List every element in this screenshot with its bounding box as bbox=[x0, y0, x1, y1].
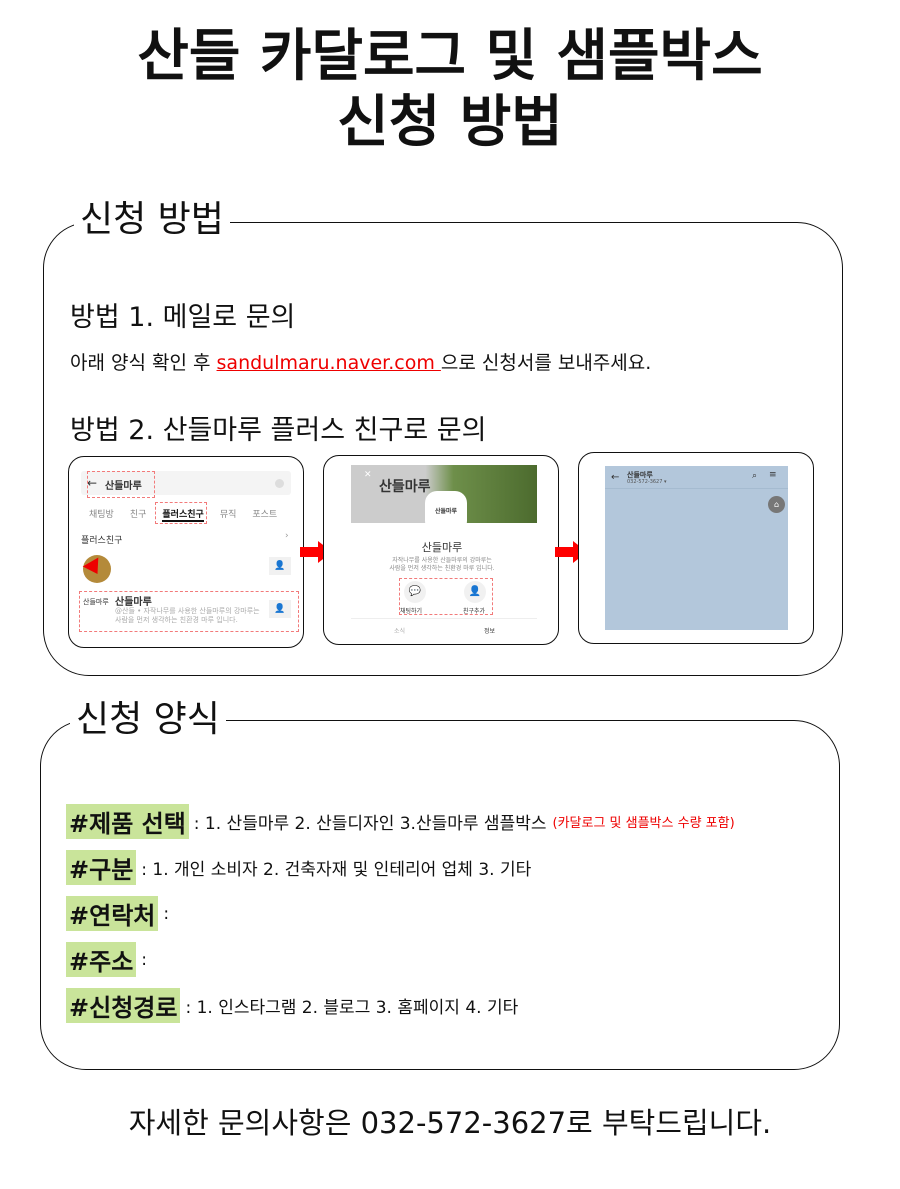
form-label: #연락처 bbox=[66, 896, 159, 931]
chat-icon[interactable]: 💬 bbox=[404, 581, 426, 603]
add-friend-button[interactable]: 친구추가 bbox=[463, 608, 486, 615]
screenshot-chat: ← 산들마루 032-572-3627 ▾ ⌕ ≡ ⌂ bbox=[578, 452, 814, 644]
back-arrow-icon: ← bbox=[87, 476, 98, 490]
method-section bbox=[43, 222, 843, 676]
form-row-product: #제품 선택: 1. 산들마루 2. 산들디자인 3.산들마루 샘플박스 (카달로… bbox=[66, 804, 735, 839]
form-legend: 신청 양식 bbox=[70, 698, 226, 742]
back-arrow-icon[interactable]: ← bbox=[611, 472, 620, 483]
footer-contact: 자세한 문의사항은 032-572-3627로 부탁드립니다. bbox=[128, 1106, 772, 1140]
chat-phone: 032-572-3627 ▾ bbox=[627, 479, 667, 485]
tab-plus-friends: 플러스친구 bbox=[162, 507, 204, 522]
menu-icon[interactable]: ≡ bbox=[769, 470, 777, 480]
clear-icon bbox=[275, 479, 284, 488]
search-query: 산들마루 bbox=[105, 481, 142, 492]
logo: 산들마루 bbox=[83, 598, 109, 606]
chat-button[interactable]: 채팅하기 bbox=[400, 608, 423, 615]
add-friend-icon: 👤 bbox=[269, 557, 291, 575]
form-row-address: #주소: bbox=[66, 942, 147, 977]
method-legend: 신청 방법 bbox=[74, 198, 230, 242]
method1-text: 아래 양식 확인 후 sandulmaru.naver.com 으로 신청서를 … bbox=[70, 348, 651, 375]
form-value: : bbox=[163, 903, 170, 924]
form-row-contact: #연락처: bbox=[66, 896, 169, 931]
add-friend-icon: 👤 bbox=[269, 600, 291, 618]
add-friend-icon[interactable]: 👤 bbox=[464, 581, 486, 603]
form-row-channel: #신청경로: 1. 인스타그램 2. 블로그 3. 홈페이지 4. 기타 bbox=[66, 988, 518, 1023]
form-value: : bbox=[141, 949, 148, 970]
method1-text-before: 아래 양식 확인 후 bbox=[70, 352, 217, 374]
form-value: : 1. 산들마루 2. 산들디자인 3.산들마루 샘플박스 bbox=[193, 814, 547, 834]
search-icon[interactable]: ⌕ bbox=[752, 471, 758, 481]
chevron-right-icon: › bbox=[285, 531, 289, 541]
close-icon: ✕ bbox=[364, 470, 372, 480]
brand-logo: 산들마루 bbox=[379, 479, 431, 495]
form-label: #구분 bbox=[66, 850, 137, 885]
section-label: 플러스친구 bbox=[81, 536, 123, 546]
email-link[interactable]: sandulmaru.naver.com bbox=[216, 352, 441, 374]
form-label: #신청경로 bbox=[66, 988, 181, 1023]
tab-news: 소식 bbox=[394, 628, 406, 635]
page-title: 산들 카달로그 및 샘플박스 bbox=[137, 24, 763, 89]
method2-title: 방법 2. 산들마루 플러스 친구로 문의 bbox=[70, 415, 487, 446]
chat-name: 산들마루 bbox=[627, 471, 653, 479]
profile-desc: 사람을 먼저 생각하는 친환경 마루 입니다. bbox=[389, 565, 495, 572]
result-name: 산들마루 bbox=[115, 597, 152, 608]
result-desc: 사람을 먼저 생각하는 친환경 마루 입니다. bbox=[115, 616, 238, 624]
page-subtitle: 신청 방법 bbox=[337, 90, 563, 155]
avatar bbox=[83, 555, 111, 583]
profile-name: 산들마루 bbox=[421, 541, 463, 554]
tab-post: 포스트 bbox=[252, 510, 278, 520]
form-note: (카달로그 및 샘플박스 수량 포함) bbox=[552, 816, 735, 831]
form-value: : 1. 인스타그램 2. 블로그 3. 홈페이지 4. 기타 bbox=[185, 998, 519, 1018]
form-value: : 1. 개인 소비자 2. 건축자재 및 인테리어 업체 3. 기타 bbox=[141, 860, 532, 880]
home-icon[interactable]: ⌂ bbox=[768, 496, 785, 513]
tab-friends: 친구 bbox=[129, 510, 147, 520]
screenshot-search: ← 산들마루 채팅방 친구 플러스친구 뮤직 포스트 플러스친구 › 👤 산들마… bbox=[68, 456, 304, 648]
method1-text-after: 으로 신청서를 보내주세요. bbox=[440, 352, 652, 374]
profile-logo: 산들마루 bbox=[425, 491, 467, 533]
result-desc: @산들 • 자작나무를 사용한 산들마루의 강마루는 bbox=[115, 607, 260, 615]
tab-info: 정보 bbox=[484, 628, 496, 635]
tab-music: 뮤직 bbox=[219, 510, 237, 520]
form-label: #주소 bbox=[66, 942, 137, 977]
form-row-type: #구분: 1. 개인 소비자 2. 건축자재 및 인테리어 업체 3. 기타 bbox=[66, 850, 531, 885]
screenshot-profile: ✕ 산들마루 산들마루 산들마루 자작나무를 사용한 산들마루의 강마루는 사람… bbox=[323, 455, 559, 645]
method1-title: 방법 1. 메일로 문의 bbox=[70, 302, 296, 333]
profile-desc: 자작나무를 사용한 산들마루의 강마루는 bbox=[392, 557, 492, 564]
search-tabs: 채팅방 친구 플러스친구 뮤직 포스트 bbox=[89, 507, 277, 522]
form-section bbox=[40, 720, 840, 1070]
form-label: #제품 선택 bbox=[66, 804, 189, 839]
tab-chatroom: 채팅방 bbox=[89, 510, 114, 520]
